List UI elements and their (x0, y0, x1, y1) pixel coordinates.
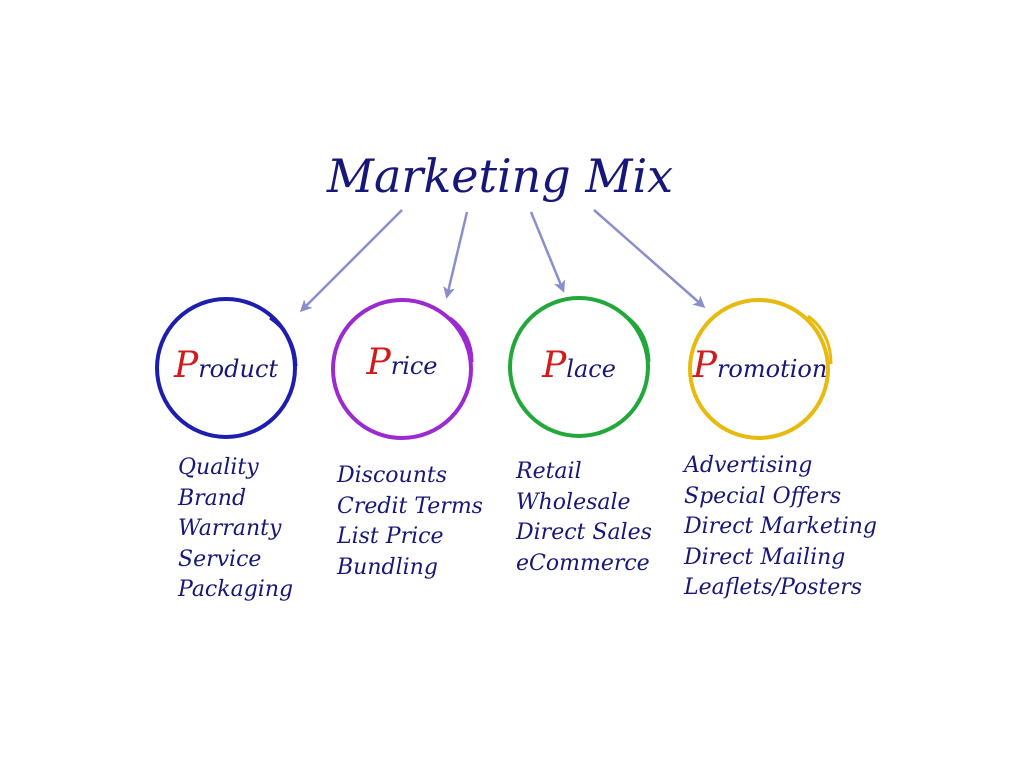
product-initial: P (173, 345, 199, 386)
list-item: List Price (337, 524, 444, 549)
list-item: Direct Mailing (684, 544, 846, 570)
list-item: eCommerce (516, 550, 650, 576)
list-item: Bundling (337, 554, 438, 580)
promotion-items: Advertising Special Offers Direct Market… (684, 451, 877, 604)
list-item: Quality (178, 455, 259, 480)
node-label-place: Place (509, 346, 649, 386)
node-label-product: Product (156, 346, 296, 386)
product-ring (155, 297, 298, 439)
price-label-rest: rice (390, 352, 438, 380)
arrow-to-place (529, 211, 566, 293)
list-item: Service (178, 546, 262, 572)
list-item: Direct Marketing (684, 514, 878, 539)
list-item: Leaflets/Posters (684, 575, 863, 600)
arrow-to-price (443, 211, 469, 299)
promotion-initial: P (692, 345, 717, 386)
list-item: Brand (178, 485, 247, 511)
place-initial: P (542, 345, 567, 386)
list-item: Warranty (178, 516, 282, 541)
list-item: Packaging (178, 577, 294, 602)
place-ring (508, 296, 651, 438)
list-item: Credit Terms (337, 493, 483, 519)
promotion-label-rest: romotion (716, 355, 828, 383)
place-items: Retail Wholesale Direct Sales eCommerce (516, 457, 652, 579)
list-item: Retail (516, 459, 582, 484)
arrow-to-product (299, 209, 403, 313)
product-items: Quality Brand Warranty Service Packaging (178, 453, 293, 606)
price-items: Discounts Credit Terms List Price Bundli… (337, 461, 483, 583)
list-item: Advertising (684, 453, 813, 478)
list-item: Wholesale (516, 489, 631, 515)
place-label-rest: lace (566, 355, 616, 383)
node-label-price: Price (332, 343, 472, 383)
list-item: Discounts (337, 463, 447, 488)
price-ring (331, 298, 474, 440)
price-initial: P (366, 342, 391, 383)
list-item: Direct Sales (516, 520, 652, 545)
arrow-to-promotion (593, 209, 706, 308)
promotion-ring (688, 298, 833, 440)
product-label-rest: roduct (198, 355, 279, 383)
list-item: Special Offers (684, 483, 842, 509)
node-label-promotion: Promotion (680, 346, 840, 386)
diagram-title: Marketing Mix (326, 149, 674, 203)
